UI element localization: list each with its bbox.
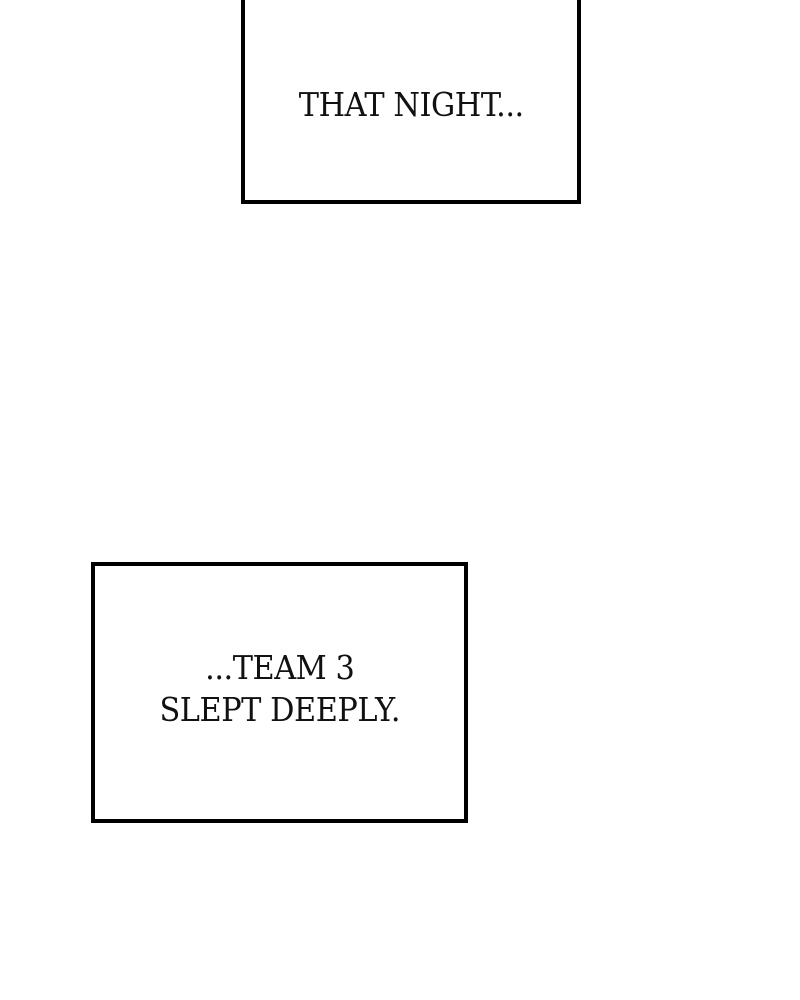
narration-text: THAT NIGHT...	[299, 84, 524, 126]
narration-line: THAT NIGHT...	[298, 85, 524, 124]
narration-box-team-slept: ...TEAM 3 SLEPT DEEPLY.	[91, 562, 468, 823]
narration-box-that-night: THAT NIGHT...	[241, 0, 581, 204]
narration-line: SLEPT DEEPLY.	[159, 689, 400, 729]
narration-text: ...TEAM 3 SLEPT DEEPLY.	[159, 647, 400, 731]
narration-line: ...TEAM 3	[204, 647, 355, 687]
